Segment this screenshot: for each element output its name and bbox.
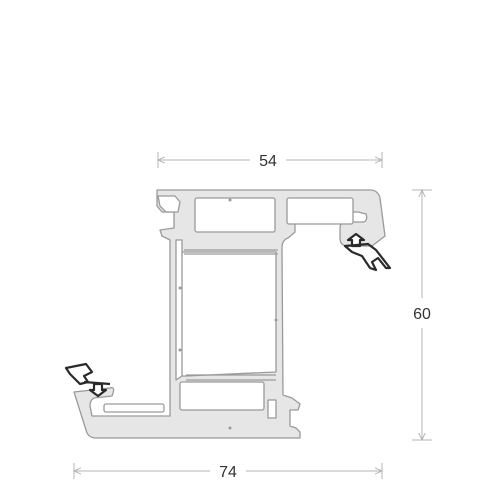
bottom-width-label: 74 bbox=[219, 464, 237, 481]
top-width-label: 54 bbox=[259, 153, 277, 170]
profile-section bbox=[73, 189, 386, 439]
bottom-width-dimension: 74 bbox=[74, 463, 382, 481]
chamber-bottom-left bbox=[179, 381, 265, 411]
height-dimension: 60 bbox=[412, 190, 432, 440]
gasket-bottom-left bbox=[64, 362, 111, 398]
top-left-hook bbox=[157, 195, 181, 213]
chamber-center bbox=[179, 251, 277, 377]
chamber-bottom-foot bbox=[103, 403, 165, 413]
chamber-bottom-right-slot bbox=[267, 399, 277, 419]
top-width-dimension: 54 bbox=[158, 152, 382, 170]
chamber-left-inner bbox=[175, 239, 183, 381]
gasket-top-right bbox=[343, 232, 392, 272]
chamber-top-right bbox=[286, 197, 354, 225]
chamber-top-left bbox=[194, 197, 276, 233]
height-label: 60 bbox=[413, 306, 431, 323]
